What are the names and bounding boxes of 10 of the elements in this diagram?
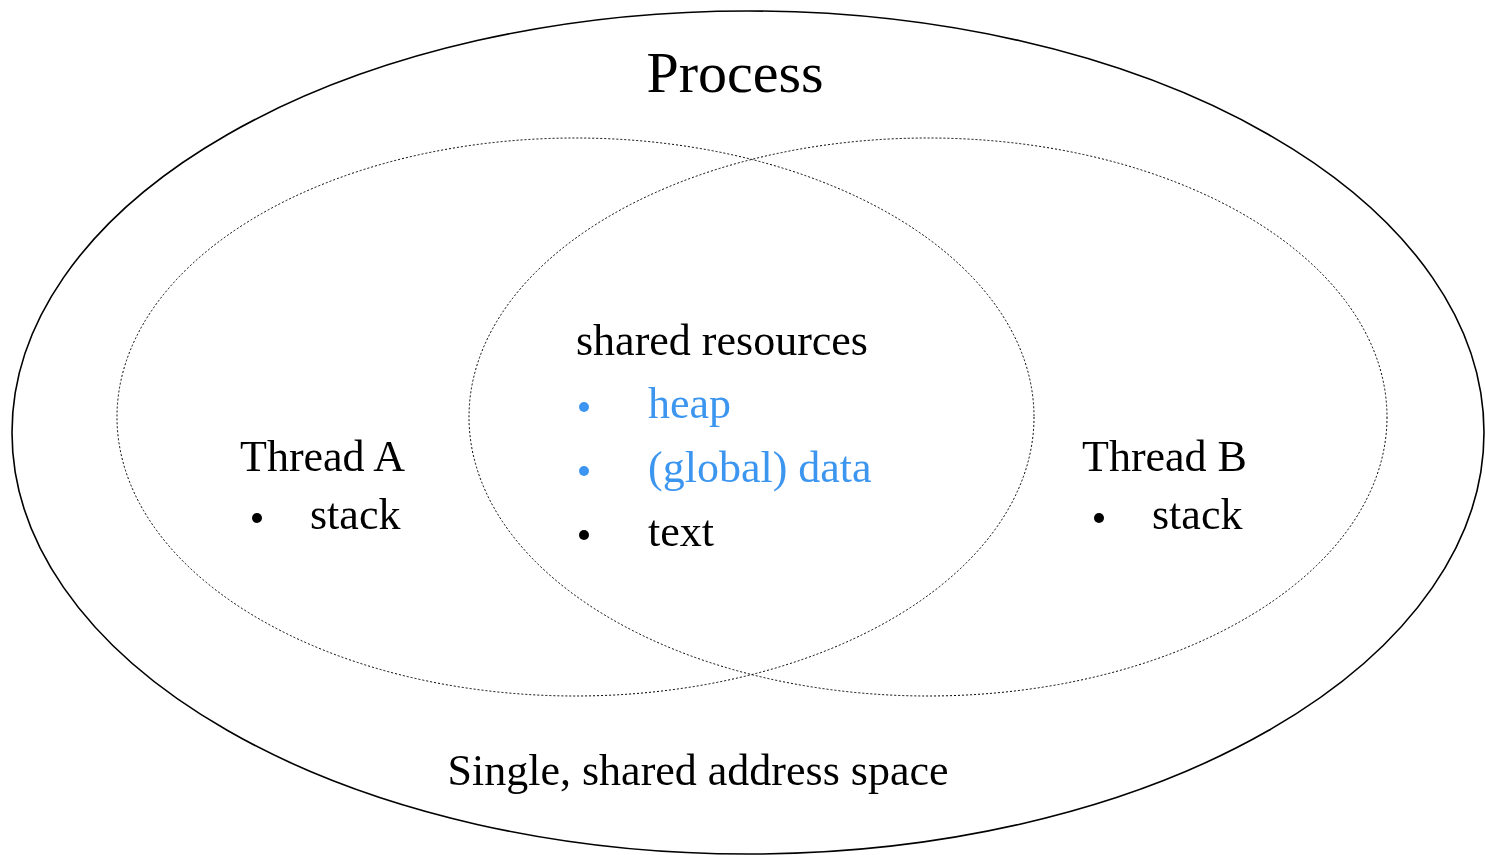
list-item: (global) data [648,443,872,494]
list-item: stack [1152,489,1243,541]
list-item: stack [310,489,401,541]
node-title: Thread A [240,431,405,483]
list-item: heap [648,379,732,430]
caption-text: Single, shared address space [447,745,949,797]
section-heading: shared resources [576,316,868,367]
node-title: Process [646,40,824,107]
list-item: text [648,507,714,558]
node-title: Thread B [1082,431,1247,483]
